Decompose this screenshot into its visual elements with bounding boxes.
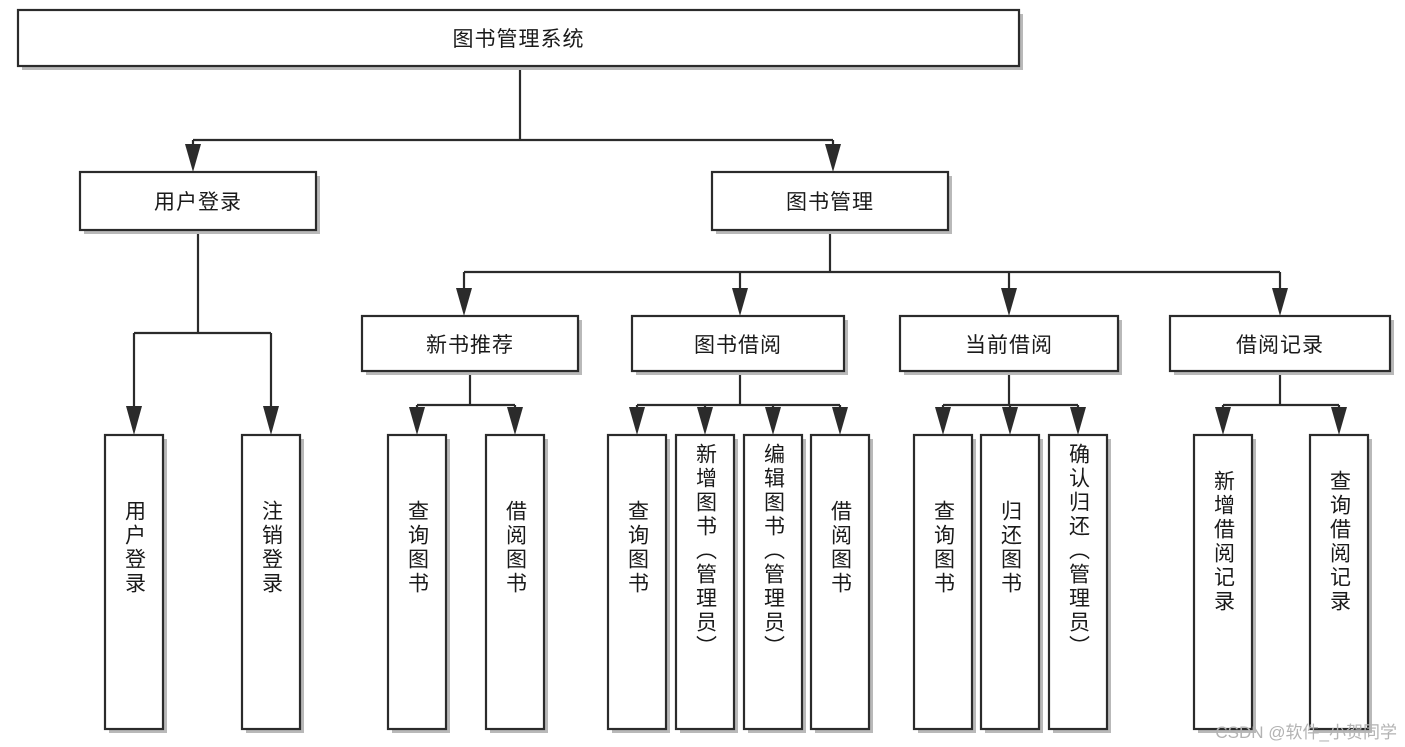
connector-currentborrow-to-leaves: [935, 373, 1086, 435]
node-leaf-query-record[interactable]: [1308, 433, 1372, 733]
node-root[interactable]: [16, 8, 1023, 70]
node-leaf-add-record[interactable]: [1192, 433, 1256, 733]
node-leaf-edit-book[interactable]: [742, 433, 806, 733]
connector-bookmanage-to-children: [456, 232, 1288, 316]
connector-newbook-to-leaves: [409, 373, 523, 435]
node-current-borrow[interactable]: [898, 314, 1122, 375]
connector-root-to-children: [185, 68, 841, 172]
node-leaf-logout[interactable]: [240, 433, 304, 733]
node-leaf-query-book-c[interactable]: [912, 433, 976, 733]
node-leaf-user-login[interactable]: [103, 433, 167, 733]
node-leaf-borrow-book-b[interactable]: [809, 433, 873, 733]
node-borrow-record[interactable]: [1168, 314, 1394, 375]
connector-userlogin-to-leaves: [126, 232, 279, 435]
connector-borrowrecord-to-leaves: [1215, 373, 1347, 435]
connector-bookborrow-to-leaves: [629, 373, 848, 435]
node-new-book-recommend[interactable]: [360, 314, 582, 375]
node-leaf-confirm-return[interactable]: [1047, 433, 1111, 733]
node-leaf-add-book[interactable]: [674, 433, 738, 733]
node-leaf-borrow-book-a[interactable]: [484, 433, 548, 733]
node-user-login[interactable]: [78, 170, 320, 234]
node-leaf-query-book-b[interactable]: [606, 433, 670, 733]
node-leaf-return-book[interactable]: [979, 433, 1043, 733]
node-leaf-query-book-a[interactable]: [386, 433, 450, 733]
node-book-manage[interactable]: [710, 170, 952, 234]
node-book-borrow[interactable]: [630, 314, 848, 375]
